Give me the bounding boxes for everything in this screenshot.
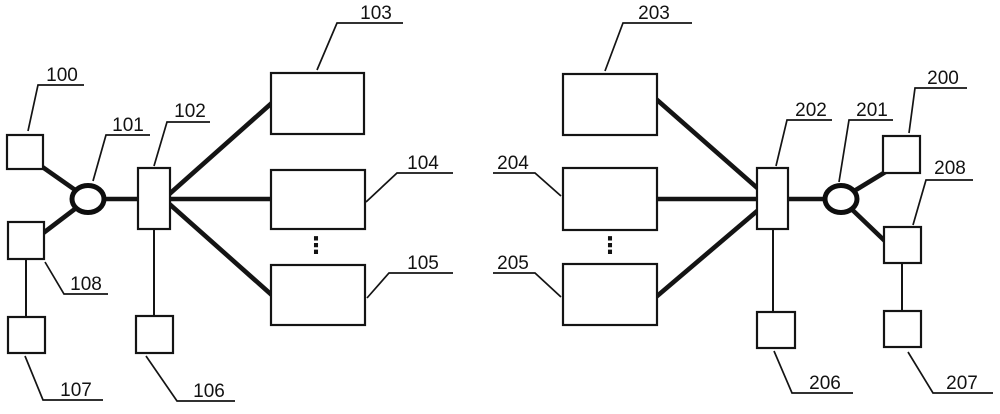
node-box-202 (755, 166, 790, 231)
leader-208 (912, 179, 973, 226)
leader-201 (838, 119, 893, 183)
leader-103 (316, 22, 403, 71)
leader-104 (365, 172, 453, 203)
node-box-100 (5, 133, 45, 171)
node-box-104 (269, 168, 367, 231)
link-102-103 (164, 99, 276, 199)
label-203: 203 (638, 3, 670, 24)
label-206: 206 (809, 373, 841, 394)
node-box-200 (881, 134, 922, 175)
ellipsis-symbols: ⋮ ⋮ (305, 233, 622, 259)
leader-100 (27, 84, 84, 132)
node-box-208 (882, 225, 923, 265)
label-108: 108 (70, 274, 102, 295)
label-202: 202 (795, 100, 827, 121)
node-box-107 (6, 315, 47, 355)
node-box-203 (561, 72, 659, 137)
label-100: 100 (46, 65, 78, 86)
node-box-103 (269, 71, 366, 136)
leader-200 (908, 87, 967, 134)
label-104: 104 (407, 153, 439, 174)
node-box-204 (561, 166, 659, 232)
label-101: 101 (112, 115, 144, 136)
node-box-206 (755, 310, 797, 350)
link-102-105 (164, 199, 276, 299)
reference-labels: 100 101 102 103 104 105 106 107 108 200 … (46, 3, 978, 402)
leader-107 (24, 355, 103, 401)
node-box-102 (136, 166, 172, 231)
node-box-105 (269, 263, 367, 327)
label-103: 103 (360, 3, 392, 24)
label-205: 205 (497, 253, 529, 274)
leader-108 (44, 261, 108, 295)
link-205-202 (654, 204, 765, 299)
leader-202 (775, 119, 832, 167)
leader-206 (773, 350, 853, 394)
node-circle-101 (69, 183, 107, 215)
nodes (5, 71, 923, 355)
leader-203 (604, 22, 692, 72)
node-box-207 (882, 309, 923, 349)
label-106: 106 (193, 381, 225, 402)
thin-links (25, 227, 903, 319)
link-203-202 (654, 97, 765, 195)
label-200: 200 (927, 68, 959, 89)
vertical-ellipsis-icon: ⋮ (599, 233, 622, 259)
leader-207 (907, 351, 993, 394)
leader-105 (366, 272, 453, 299)
label-204: 204 (497, 153, 529, 174)
leader-101 (92, 134, 150, 182)
node-box-108 (6, 220, 46, 261)
node-box-205 (561, 262, 659, 327)
vertical-ellipsis-icon: ⋮ (305, 233, 328, 259)
leader-lines (24, 22, 993, 402)
label-105: 105 (407, 253, 439, 274)
leader-102 (153, 121, 210, 167)
leader-205 (493, 272, 562, 298)
label-208: 208 (934, 158, 966, 179)
label-201: 201 (856, 100, 888, 121)
node-circle-201 (822, 183, 860, 215)
leader-106 (145, 355, 235, 402)
leader-204 (493, 172, 562, 197)
node-box-106 (134, 314, 175, 355)
label-102: 102 (174, 101, 206, 122)
label-207: 207 (946, 373, 978, 394)
label-107: 107 (60, 380, 92, 401)
